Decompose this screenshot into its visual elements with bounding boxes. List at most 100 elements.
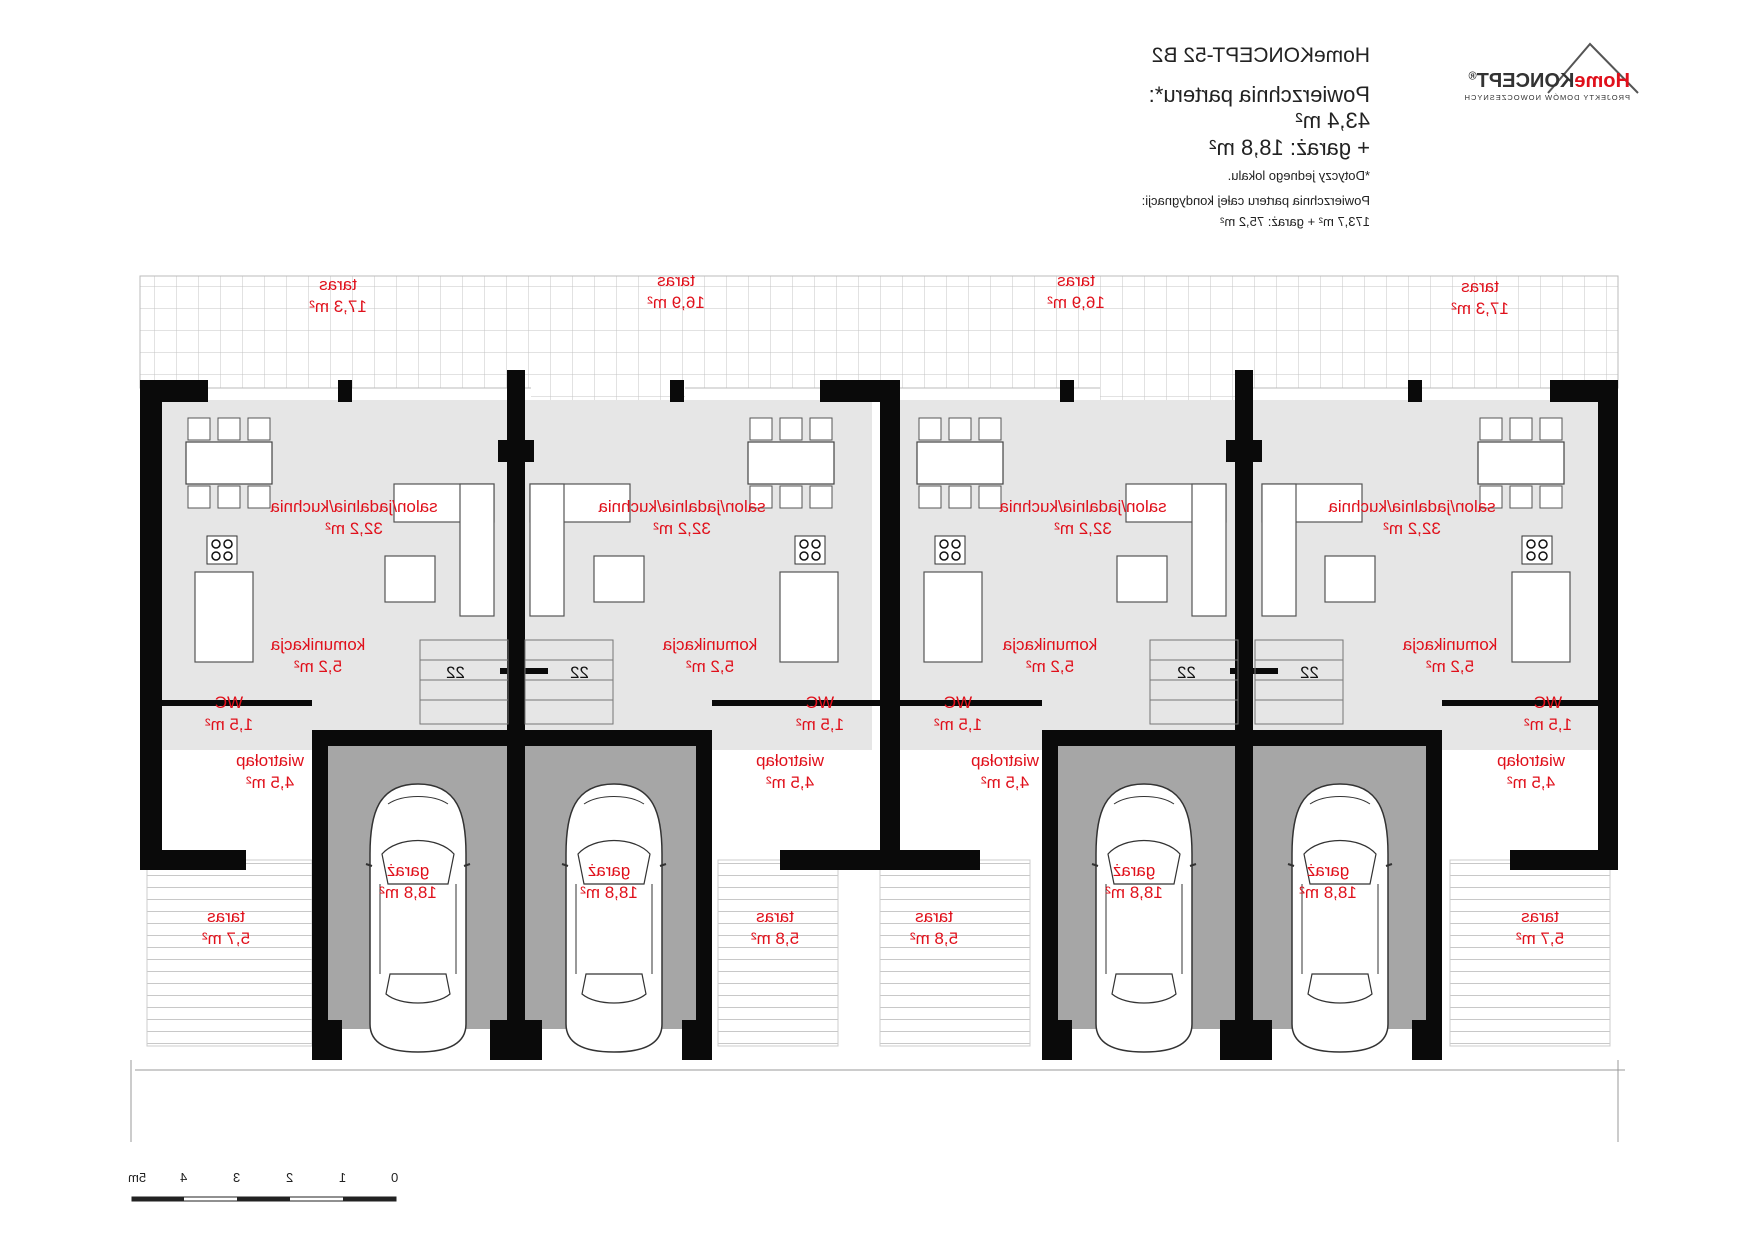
room-label: salon/jadalnia/kuchnia 32,2 m² [973,496,1193,540]
room-name: taras [207,907,245,926]
room-name: salon/jadalnia/kuchnia [999,497,1167,516]
room-name: garaż [587,861,631,880]
room-area: 32,2 m² [325,519,383,538]
room-area: 16,9 m² [647,293,705,312]
stair-mark: 22 [446,663,465,682]
room-label: WC 1,5 m² [1438,692,1658,736]
room-label: salon/jadalnia/kuchnia 32,2 m² [1302,496,1522,540]
room-name: garaż [1306,861,1350,880]
room-name: taras [319,275,357,294]
room-name: wiatrołap [1496,751,1566,770]
room-label: salon/jadalnia/kuchnia 32,2 m² [572,496,792,540]
room-name: taras [1521,907,1559,926]
room-area: 18,8 m² [379,883,437,902]
room-label: komunikacja 5,2 m² [600,634,820,678]
north-terrace [139,275,1619,389]
scale-label: 1 [339,1170,347,1185]
logo-home: Home [1574,70,1630,92]
stairs [419,639,1344,725]
room-label: taras 5,8 m² [824,906,1044,950]
room-area: 4,5 m² [765,773,815,792]
room-area: 1,5 m² [933,715,983,734]
room-label: komunikacja 5,2 m² [1340,634,1560,678]
room-label: wiatrołap 4,5 m² [895,750,1115,794]
room-label: taras 5,7 m² [1430,906,1650,950]
room-label: taras 16,9 m² [566,270,786,314]
note: *Dotyczy jednego lokalu. [1227,168,1370,183]
room-label: WC 1,5 m² [119,692,339,736]
surface-label: Powierzchnia parteru*: [1148,82,1370,107]
logo-roof-icon [1547,42,1639,94]
room-name: garaż [386,861,430,880]
room-name: taras [915,907,953,926]
room-area: 32,2 m² [1054,519,1112,538]
room-label: taras 17,3 m² [228,274,448,318]
room-name: salon/jadalnia/kuchnia [270,497,438,516]
logo: HomeKONCEPT® PROJEKTY DOMÓW NOWOCZESNYCH [1412,70,1630,102]
scale-label: 4 [180,1170,188,1185]
room-label: komunikacja 5,2 m² [208,634,428,678]
room-label: salon/jadalnia/kuchnia 32,2 m² [244,496,464,540]
room-name: salon/jadalnia/kuchnia [598,497,766,516]
room-area: 4,5 m² [1506,773,1556,792]
furniture [185,417,1571,663]
logo-koncept: KONCEPT [1476,70,1575,92]
room-label: garaż 18,8 m² [298,860,518,904]
room-name: wiatrołap [970,751,1040,770]
logo-tagline: PROJEKTY DOMÓW NOWOCZESNYCH [1463,93,1630,102]
room-name: taras [1461,277,1499,296]
garage-value: + garaż: 18,8 m² [1209,135,1370,160]
header: HomeKONCEPT-52 B2 Powierzchnia parteru*:… [1080,44,1370,229]
room-name: WC [943,693,973,712]
room-name: WC [1533,693,1563,712]
scale-label: 3 [233,1170,241,1185]
room-name: salon/jadalnia/kuchnia [1328,497,1496,516]
plan-title: HomeKONCEPT-52 B2 [1151,44,1370,67]
room-label: wiatrołap 4,5 m² [680,750,900,794]
room-name: komunikacja [1402,635,1498,654]
room-area: 1,5 m² [1523,715,1573,734]
room-area: 32,2 m² [1383,519,1441,538]
south-terraces [146,859,1611,1047]
room-area: 18,8 m² [580,883,638,902]
room-name: garaż [1112,861,1156,880]
room-area: 5,7 m² [1515,929,1565,948]
stair-mark: 22 [1177,663,1196,682]
room-label: taras 5,7 m² [116,906,336,950]
total-value: 173,7 m² + garaż: 75,2 m² [1220,214,1370,229]
room-area: 5,7 m² [201,929,251,948]
room-name: komunikacja [662,635,758,654]
room-name: komunikacja [270,635,366,654]
scale-label: 0 [391,1170,399,1185]
scale-bar [131,1196,397,1202]
room-name: wiatrołap [235,751,305,770]
room-area: 5,2 m² [293,657,343,676]
logo-registered: ® [1468,70,1477,83]
room-area: 17,3 m² [309,297,367,316]
room-area: 5,8 m² [909,929,959,948]
room-area: 4,5 m² [245,773,295,792]
room-area: 5,2 m² [685,657,735,676]
room-name: WC [214,693,244,712]
room-area: 5,2 m² [1425,657,1475,676]
room-area: 4,5 m² [980,773,1030,792]
boundary-lines [130,1060,1625,1142]
room-label: wiatrołap 4,5 m² [1421,750,1641,794]
walls [140,370,1618,1060]
total-label: Powierzchnia parteru całej kondygnacji: [1141,193,1370,208]
room-name: komunikacja [1002,635,1098,654]
surface-value: 43,4 m² [1295,108,1370,133]
scale-label: 5m [128,1170,147,1185]
room-name: taras [657,271,695,290]
room-area: 32,2 m² [653,519,711,538]
room-area: 16,9 m² [1047,293,1105,312]
room-label: garaż 18,8 m² [499,860,719,904]
room-area: 1,5 m² [204,715,254,734]
room-name: wiatrołap [755,751,825,770]
